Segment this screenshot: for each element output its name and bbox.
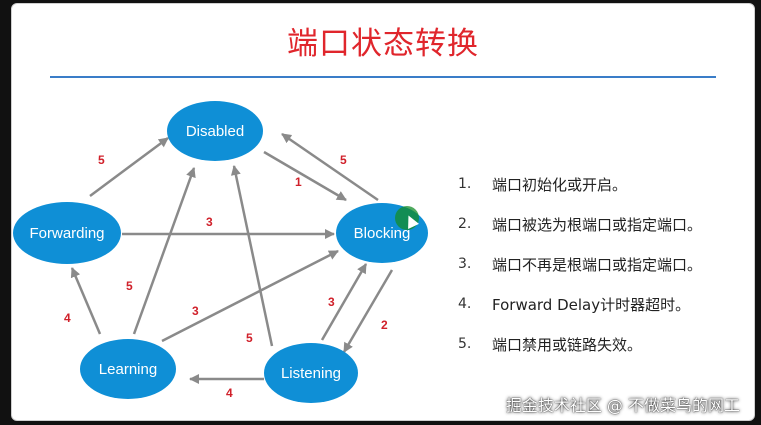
pointer-highlight (395, 206, 419, 230)
edge-label-forwarding-to-disabled: 5 (98, 153, 105, 167)
edge-label-learning-to-blocking: 3 (192, 304, 199, 318)
legend-item: 5. 端口禁用或链路失效。 (458, 324, 702, 364)
legend-item: 2. 端口被选为根端口或指定端口。 (458, 204, 702, 244)
legend-item-number: 5. (458, 336, 472, 352)
legend-item-number: 3. (458, 256, 472, 272)
legend-list: 1. 端口初始化或开启。 2. 端口被选为根端口或指定端口。 3. 端口不再是根… (458, 164, 702, 364)
watermark: 掘金技术社区 @ 不做菜鸟的网工 (505, 396, 740, 415)
legend-item-number: 4. (458, 296, 472, 312)
node-learning-label: Learning (99, 361, 157, 378)
edge-label-learning-to-forwarding: 4 (64, 311, 71, 325)
edge-learning-to-blocking (161, 249, 339, 343)
state-diagram: 5 1 5 3 5 3 5 4 3 2 4 Disabled Blocking … (13, 101, 428, 403)
edge-blocking-to-disabled (281, 132, 379, 202)
node-forwarding: Forwarding (13, 202, 121, 264)
legend-item: 1. 端口初始化或开启。 (458, 164, 702, 204)
legend-item-text: 端口不再是根端口或指定端口。 (492, 255, 703, 274)
legend-item: 3. 端口不再是根端口或指定端口。 (458, 244, 702, 284)
edge-label-listening-to-blocking: 3 (328, 295, 335, 309)
edge-disabled-to-blocking (263, 150, 347, 202)
edge-learning-to-forwarding (70, 267, 102, 335)
edge-label-forwarding-to-blocking: 3 (206, 215, 213, 229)
title-divider (50, 76, 716, 78)
edge-listening-to-blocking (320, 263, 368, 341)
legend-item-text: 端口初始化或开启。 (492, 175, 628, 194)
legend-item-number: 1. (458, 176, 472, 192)
legend-item: 4. Forward Delay计时器超时。 (458, 284, 702, 324)
node-disabled: Disabled (167, 101, 263, 161)
edge-listening-to-disabled (230, 165, 274, 347)
legend-item-text: 端口禁用或链路失效。 (492, 335, 643, 354)
node-disabled-label: Disabled (186, 123, 244, 140)
edge-label-listening-to-disabled: 5 (246, 331, 253, 345)
edge-label-learning-to-disabled: 5 (126, 279, 133, 293)
edge-forwarding-to-disabled (89, 136, 169, 198)
node-learning: Learning (80, 339, 176, 399)
edge-learning-to-disabled (132, 167, 196, 335)
edge-blocking-to-listening (342, 269, 394, 353)
edge-label-listening-to-learning: 4 (226, 386, 233, 400)
node-forwarding-label: Forwarding (29, 225, 104, 242)
slide-title: 端口状态转换 (287, 26, 479, 62)
node-listening-label: Listening (281, 365, 341, 382)
legend-item-text: 端口被选为根端口或指定端口。 (492, 215, 703, 234)
legend-item-number: 2. (458, 216, 472, 232)
edge-label-disabled-to-blocking: 1 (295, 175, 302, 189)
legend-item-text: Forward Delay计时器超时。 (492, 295, 691, 314)
node-listening: Listening (264, 343, 358, 403)
edge-label-blocking-to-disabled: 5 (340, 153, 347, 167)
slide: 端口状态转换 5 1 5 3 5 3 5 4 3 (11, 3, 755, 421)
node-blocking-label: Blocking (354, 225, 411, 242)
edge-label-blocking-to-listening: 2 (381, 318, 388, 332)
